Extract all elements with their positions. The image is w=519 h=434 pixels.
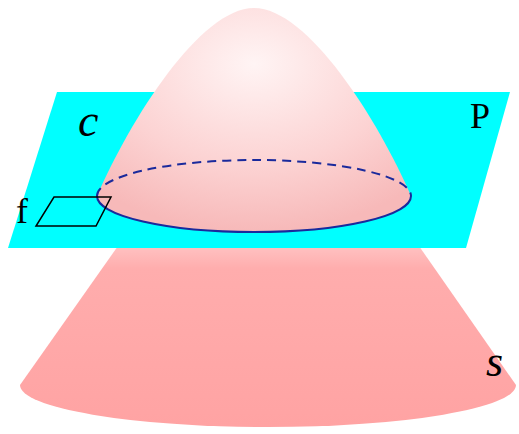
curve-label: P bbox=[470, 98, 490, 134]
curve-label: f bbox=[16, 193, 28, 229]
curve-label: s bbox=[486, 340, 503, 384]
curve-back bbox=[97, 160, 411, 196]
curve-label: c bbox=[78, 98, 98, 144]
surface-patch bbox=[36, 197, 111, 226]
upper-cap bbox=[97, 8, 411, 232]
curve-front bbox=[97, 196, 411, 232]
